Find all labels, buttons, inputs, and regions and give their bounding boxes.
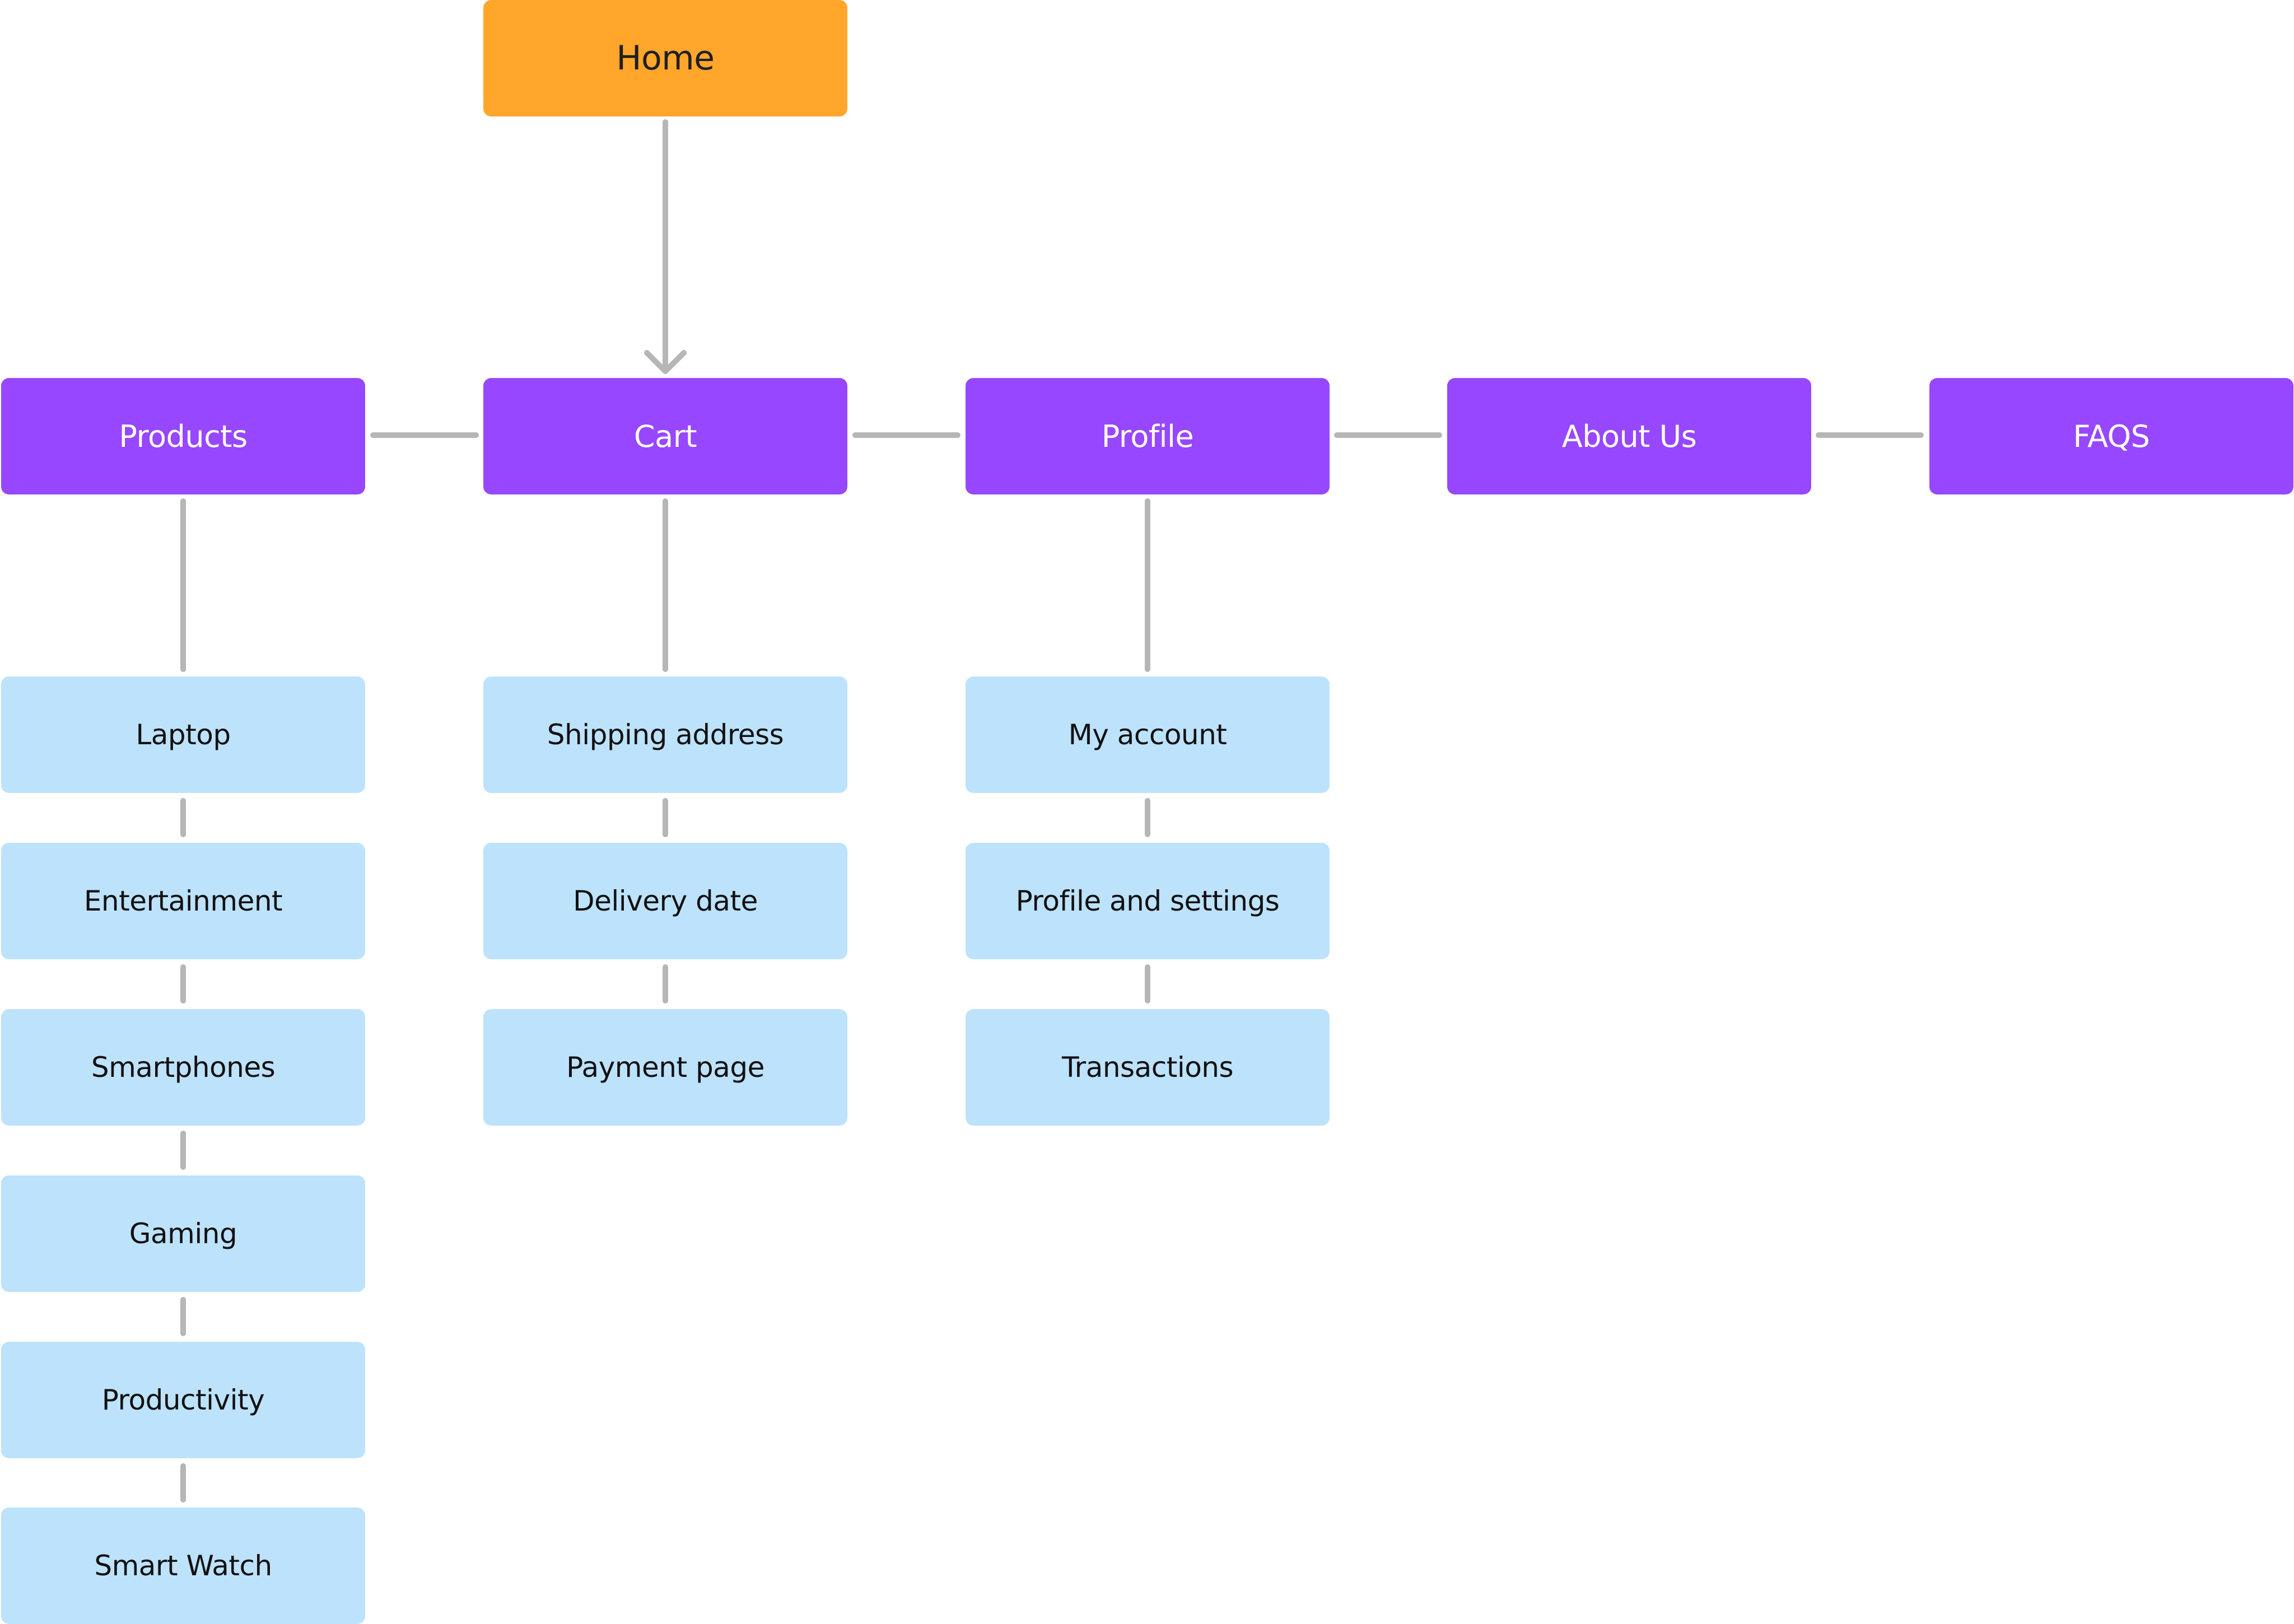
page-label: Smartphones — [91, 1051, 276, 1084]
section-child-connectors — [180, 498, 1150, 672]
page-label: Transactions — [1061, 1051, 1234, 1084]
section-cart[interactable]: Cart — [483, 378, 847, 494]
section-label: Products — [119, 418, 248, 454]
section-label: Cart — [633, 418, 697, 454]
section-label: Profile — [1101, 418, 1194, 454]
page-label: My account — [1068, 718, 1227, 751]
page-label: Smart Watch — [94, 1550, 272, 1582]
page-smart-watch[interactable]: Smart Watch — [1, 1508, 365, 1624]
section-label: About Us — [1561, 418, 1697, 454]
page-label: Delivery date — [573, 885, 758, 917]
home-to-cart-arrow — [644, 119, 687, 374]
page-smartphones[interactable]: Smartphones — [1, 1009, 365, 1126]
page-label: Productivity — [101, 1384, 265, 1416]
page-label: Payment page — [566, 1051, 764, 1084]
page-gaming[interactable]: Gaming — [1, 1175, 365, 1292]
page-profile-and-settings[interactable]: Profile and settings — [966, 843, 1330, 959]
page-my-account[interactable]: My account — [966, 676, 1330, 793]
page-label: Laptop — [136, 718, 231, 751]
page-label: Profile and settings — [1015, 885, 1280, 917]
section-about-us[interactable]: About Us — [1447, 378, 1811, 494]
page-laptop[interactable]: Laptop — [1, 676, 365, 793]
page-shipping-address[interactable]: Shipping address — [483, 676, 847, 793]
page-payment-page[interactable]: Payment page — [483, 1009, 847, 1126]
page-label: Entertainment — [83, 885, 283, 917]
child-connectors — [180, 798, 1150, 1502]
page-entertainment[interactable]: Entertainment — [1, 843, 365, 959]
section-faqs[interactable]: FAQS — [1929, 378, 2293, 494]
page-label: Gaming — [129, 1217, 237, 1250]
page-delivery-date[interactable]: Delivery date — [483, 843, 847, 959]
section-label: FAQS — [2073, 418, 2150, 454]
page-label: Shipping address — [547, 718, 784, 751]
home-label: Home — [616, 39, 715, 78]
home-node[interactable]: Home — [483, 0, 847, 116]
page-transactions[interactable]: Transactions — [966, 1009, 1330, 1126]
page-productivity[interactable]: Productivity — [1, 1342, 365, 1458]
section-profile[interactable]: Profile — [966, 378, 1330, 494]
section-products[interactable]: Products — [1, 378, 365, 494]
